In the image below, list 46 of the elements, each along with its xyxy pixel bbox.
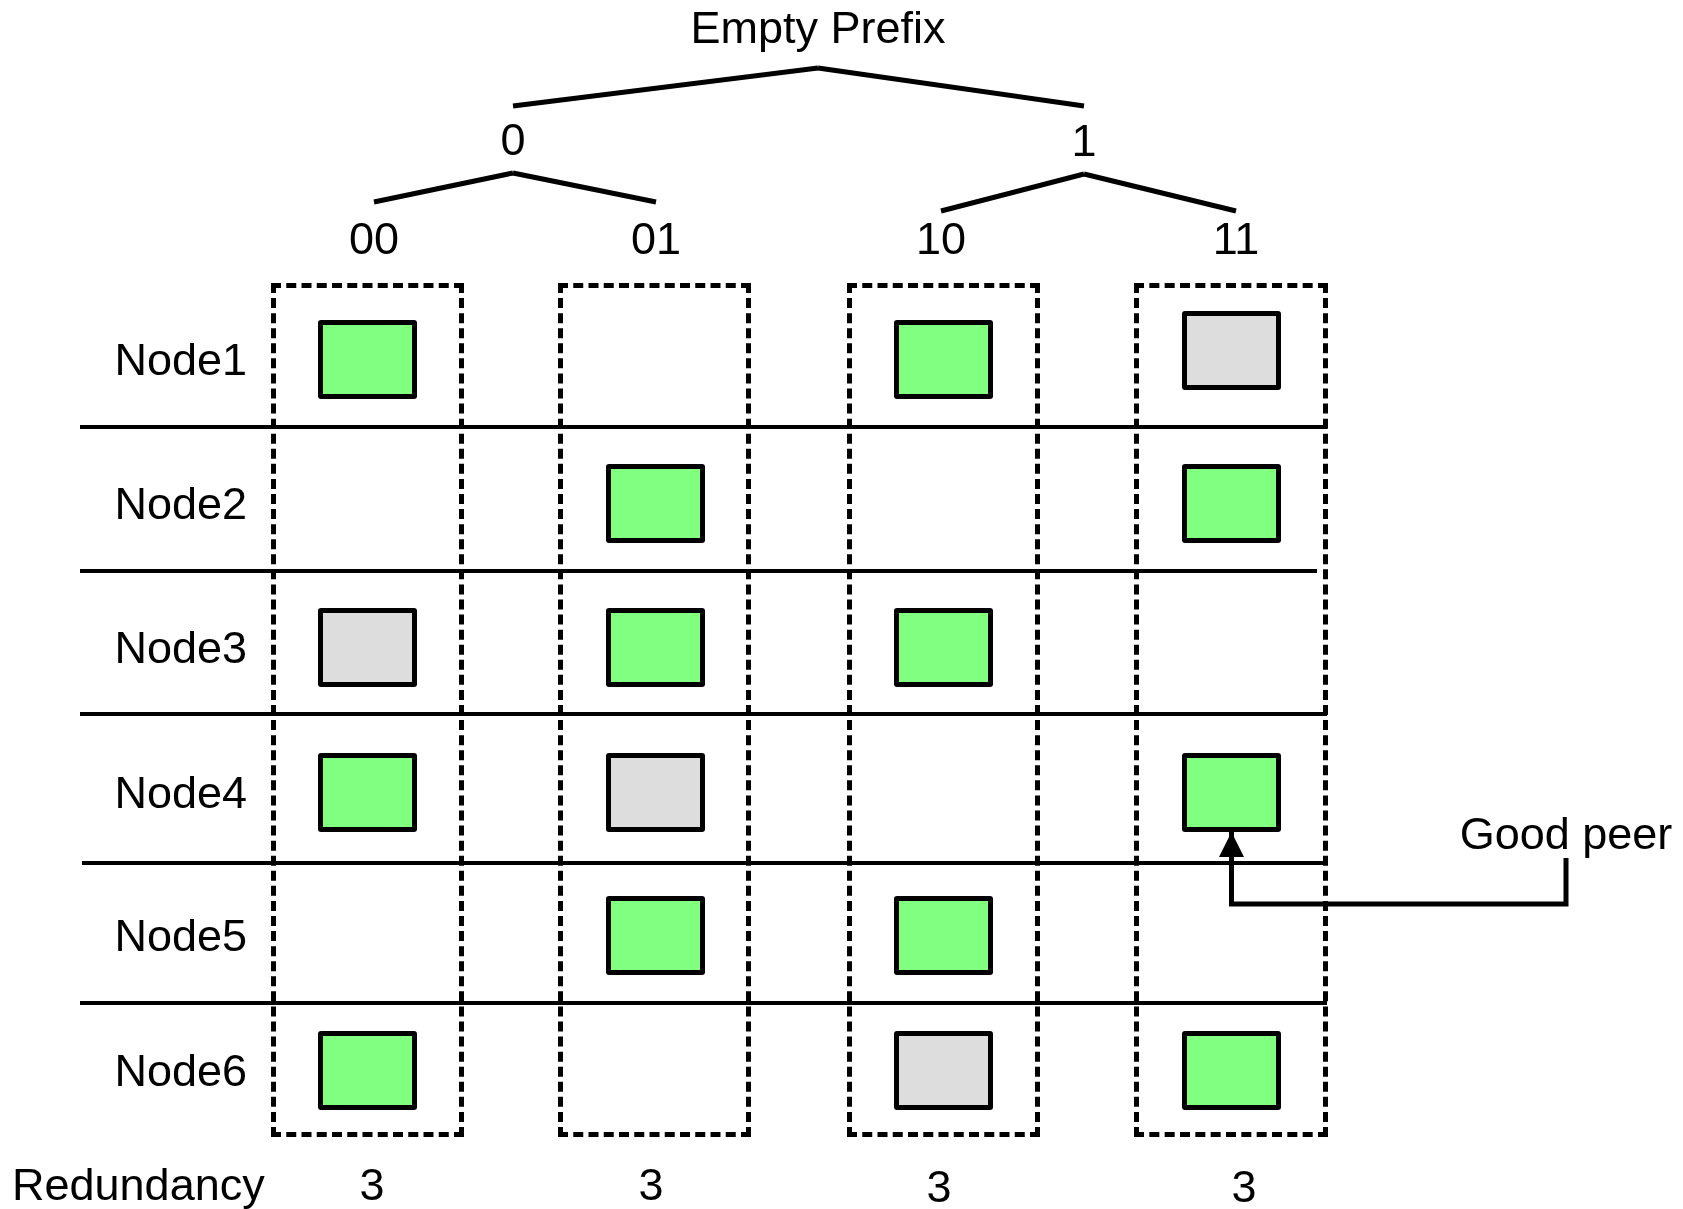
row-label: Node4: [113, 768, 247, 816]
block: [606, 464, 705, 543]
leader-line: [1219, 832, 1569, 907]
column-frame: [558, 283, 751, 1137]
row-label: Node3: [113, 623, 247, 671]
branch-line: [1083, 171, 1237, 214]
count-label: 3: [358, 1160, 386, 1208]
branch-line: [817, 65, 1085, 109]
block: [318, 753, 417, 832]
row-label: Node1: [113, 335, 247, 383]
block: [606, 753, 705, 832]
block: [894, 896, 993, 975]
column-frame: [1134, 283, 1328, 1137]
branch-line: [512, 170, 657, 205]
count-label: 3: [925, 1162, 953, 1209]
branch-line: [512, 65, 819, 109]
block: [894, 1031, 993, 1110]
count-label: 3: [1230, 1162, 1258, 1209]
column-frame: [847, 283, 1040, 1137]
block: [318, 608, 417, 687]
row-label: Node5: [113, 911, 247, 959]
column-header: 01: [628, 202, 684, 274]
count-label: 3: [637, 1160, 665, 1208]
tree-label: 1: [1064, 106, 1104, 174]
column-frame: [271, 283, 464, 1137]
block: [606, 896, 705, 975]
tree-label: 0: [493, 106, 533, 173]
row-label: Node6: [113, 1046, 247, 1094]
block: [894, 608, 993, 687]
block: [606, 608, 705, 687]
column-header: 00: [346, 202, 402, 274]
block: [1182, 1031, 1281, 1110]
tree-label: Empty Prefix: [682, 5, 954, 68]
block: [318, 320, 417, 399]
block: [1182, 464, 1281, 543]
branch-line: [940, 171, 1085, 214]
callout-label: Good peer: [1452, 808, 1680, 858]
block: [894, 320, 993, 399]
block: [1182, 311, 1281, 390]
block: [1182, 753, 1281, 832]
column-header: 11: [1208, 211, 1264, 265]
row-label: Node2: [113, 479, 247, 527]
row-label: Redundancy: [12, 1160, 266, 1208]
block: [318, 1031, 417, 1110]
column-header: 10: [913, 211, 969, 265]
branch-line: [373, 170, 514, 205]
